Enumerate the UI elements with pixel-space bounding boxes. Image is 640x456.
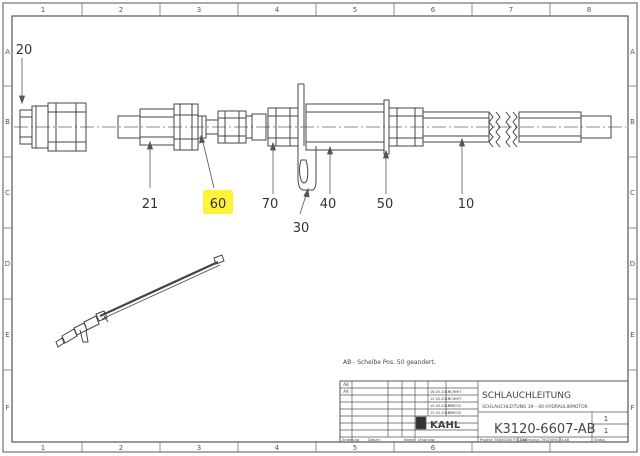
- tb-date: 15.05.2019: [430, 397, 450, 401]
- col-label: 4: [275, 6, 280, 14]
- callout-40: 40: [320, 197, 337, 212]
- part-fitting-21: [117, 103, 199, 151]
- callout-70: 70: [262, 197, 279, 212]
- company-logo: KAHL: [430, 420, 461, 431]
- row-labels-left: A B C D E F: [5, 48, 10, 412]
- hose-assembly: [19, 83, 612, 191]
- revision-note: AB - Scheibe Pos. 50 geandert.: [343, 359, 436, 366]
- footer-drawing: Zeichnung: 7002509074-AB: [520, 438, 570, 442]
- tb-date: 16.05.2019: [430, 390, 450, 394]
- row-label: B: [5, 118, 10, 126]
- footer-project: Projekt: 900000007927-AB: [480, 438, 528, 442]
- footer-date: Datum: [368, 438, 380, 442]
- col-label: 3: [197, 444, 201, 452]
- col-label: 2: [119, 6, 123, 14]
- isometric-view: [55, 254, 225, 348]
- part-coupling-20: [19, 102, 87, 152]
- row-label: F: [630, 404, 634, 412]
- rev-letter: AB: [343, 382, 349, 387]
- tb-name: SCHMIT: [448, 390, 462, 394]
- part-bracket-30: [297, 83, 317, 191]
- title-block: [339, 380, 629, 443]
- footer-status: Status: [594, 438, 605, 442]
- part-hose-10: [422, 111, 612, 148]
- callout-60-highlight: [203, 190, 233, 214]
- row-markers: [3, 85, 637, 371]
- callout-21: 21: [142, 197, 159, 212]
- leader-lines: [18, 58, 466, 215]
- sheet-number: 1: [604, 415, 608, 423]
- footer-name: Name: [404, 438, 414, 442]
- column-labels-top: 1 2 3 4 5 6 7 8: [41, 6, 591, 14]
- callout-30: 30: [293, 221, 310, 236]
- drawing-number: K3120-6607-AB: [494, 422, 596, 437]
- part-nut-70: [267, 107, 299, 147]
- sheet-count: 1: [604, 427, 608, 435]
- callout-10: 10: [458, 197, 475, 212]
- part-nut-right: [388, 107, 424, 147]
- footer-change: Änderung: [342, 437, 359, 442]
- col-label: 4: [275, 444, 280, 452]
- drawing-subtitle: SCHLAUCHLEITUNG 39 - 40 HYDRAULIKMOTOR: [482, 404, 588, 410]
- col-label: 5: [353, 444, 357, 452]
- row-label: C: [5, 189, 10, 197]
- col-label: 6: [431, 6, 436, 14]
- row-labels-right: A B C D E F: [630, 48, 635, 412]
- tb-name: DREISS: [448, 411, 462, 415]
- row-label: C: [630, 189, 635, 197]
- tb-name: SCHMIT: [448, 397, 462, 401]
- row-label: E: [630, 331, 634, 339]
- row-label: E: [5, 331, 9, 339]
- tb-date: 15.05.2019: [430, 404, 450, 408]
- row-label: D: [630, 260, 635, 268]
- col-label: 5: [353, 6, 357, 14]
- col-label: 2: [119, 444, 123, 452]
- row-label: A: [630, 48, 635, 56]
- callout-60: 60: [210, 197, 227, 212]
- title-block-text: AB AA 16.05.2019 15.05.2019 15.05.2019 1…: [342, 382, 608, 442]
- col-label: 1: [41, 6, 45, 14]
- footer-origin: Ursprung:: [418, 438, 435, 442]
- col-label: 3: [197, 6, 201, 14]
- tb-date: 15.05.2019: [430, 411, 450, 415]
- callout-numbers: 20 21 60 70 30 40 50 10: [16, 43, 475, 236]
- part-adapter-nut: [205, 110, 267, 144]
- row-label: F: [5, 404, 9, 412]
- row-label: D: [5, 260, 10, 268]
- callout-20: 20: [16, 43, 33, 58]
- column-labels-bottom: 1 2 3 4 5 6: [41, 444, 436, 452]
- tb-name: DREISS: [448, 404, 462, 408]
- col-label: 8: [587, 6, 591, 14]
- col-label: 1: [41, 444, 45, 452]
- col-label: 6: [431, 444, 436, 452]
- callout-50: 50: [377, 197, 394, 212]
- rev-letter: AA: [343, 389, 349, 394]
- drawing-title: SCHLAUCHLEITUNG: [482, 391, 571, 401]
- row-label: B: [630, 118, 635, 126]
- col-label: 7: [509, 6, 513, 14]
- row-label: A: [5, 48, 10, 56]
- column-markers: [81, 3, 551, 452]
